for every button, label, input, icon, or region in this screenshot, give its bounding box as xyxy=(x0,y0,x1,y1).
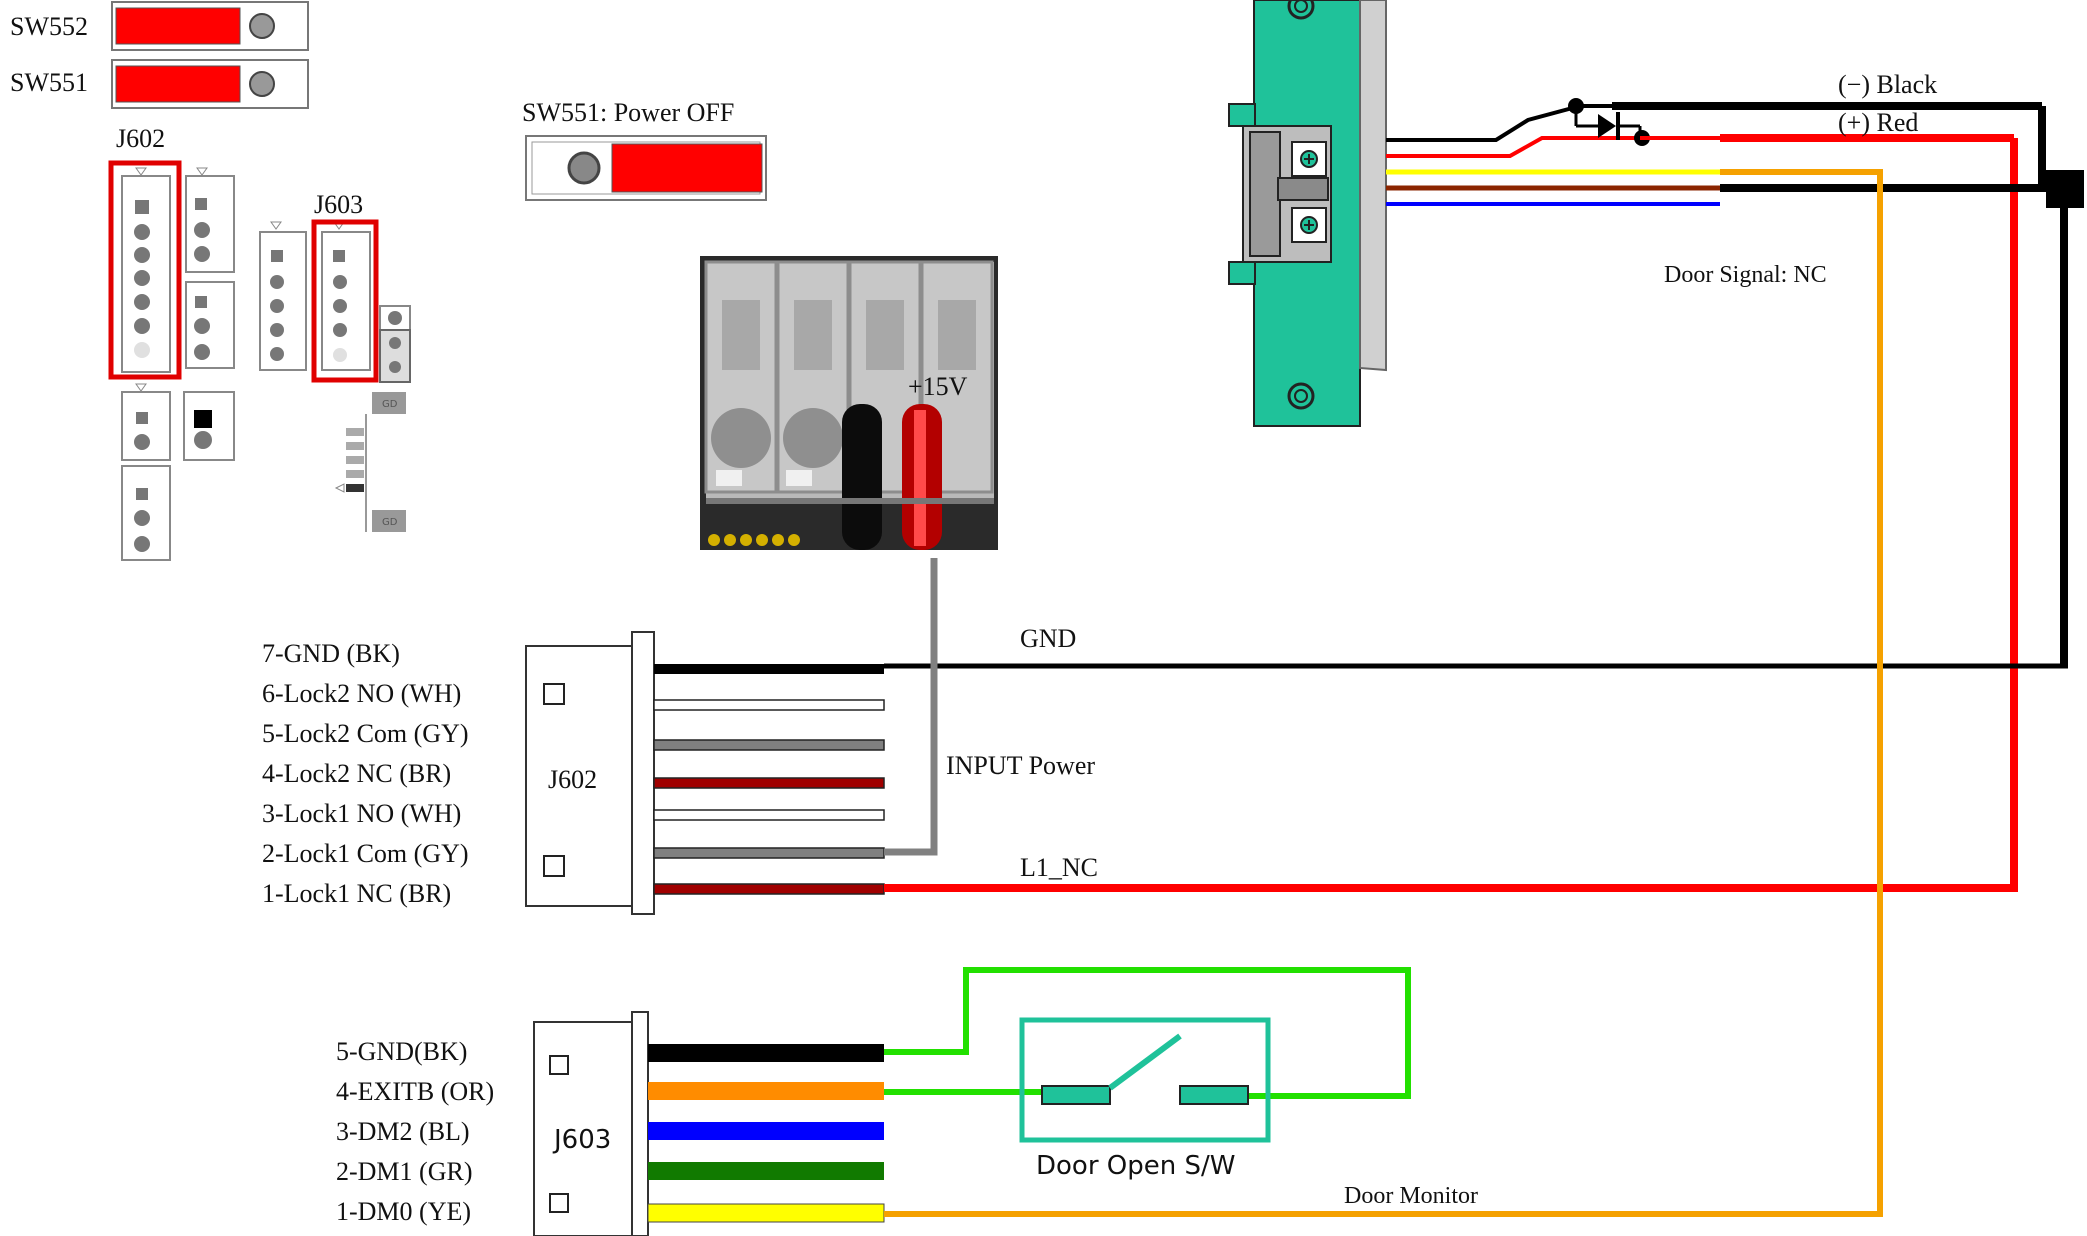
j603-pin-4: 4-EXITB (OR) xyxy=(336,1077,494,1106)
sw551-label: SW551 xyxy=(10,68,88,97)
j602-label: J602 xyxy=(548,765,597,794)
j602-pin-2: 2-Lock1 Com (GY) xyxy=(262,839,469,868)
j603-wire-4 xyxy=(648,1082,884,1100)
board-jumper xyxy=(379,305,411,383)
board-aux-header-1 xyxy=(185,167,235,369)
j602-pin-5: 5-Lock2 Com (GY) xyxy=(262,719,469,748)
j602-wire-7 xyxy=(654,664,884,674)
j602-wire-4 xyxy=(653,777,885,789)
board-j603-header xyxy=(311,219,379,383)
door-open-switch: Door Open S/W xyxy=(884,967,1411,1181)
j602-wire-6 xyxy=(653,699,885,711)
sw552-label: SW552 xyxy=(10,12,88,41)
board-headers: J602 J603 xyxy=(108,124,411,561)
j602-wire-3 xyxy=(653,809,885,821)
j602-pin-7: 7-GND (BK) xyxy=(262,639,400,668)
door-monitor-label: Door Monitor xyxy=(1344,1183,1478,1209)
board-j603-label: J603 xyxy=(314,190,363,219)
door-lock xyxy=(1228,0,1387,427)
power-off-switch: SW551: Power OFF xyxy=(522,98,767,201)
switch-sw552: SW552 xyxy=(10,1,309,51)
board-j602-label: J602 xyxy=(116,124,165,153)
j602-pin-3: 3-Lock1 NO (WH) xyxy=(262,799,461,828)
j603-wire-5 xyxy=(648,1044,884,1062)
board-lower-headers xyxy=(121,383,235,561)
board-aux-header-2 xyxy=(259,221,307,371)
j603-pin-1: 1-DM0 (YE) xyxy=(336,1197,471,1226)
j602-wire-5 xyxy=(653,739,885,751)
diode-symbol xyxy=(1568,98,1650,146)
j603-wire-2 xyxy=(648,1162,884,1180)
lock-lead-wires xyxy=(1386,104,1720,206)
j602-pin-6: 6-Lock2 NO (WH) xyxy=(262,679,461,708)
j603-pin-3: 3-DM2 (BL) xyxy=(336,1117,470,1146)
j603-pin-5: 5-GND(BK) xyxy=(336,1037,467,1066)
j603-wire-3 xyxy=(648,1122,884,1140)
svg-text:GD: GD xyxy=(382,517,398,528)
j602-pin-1: 1-Lock1 NC (BR) xyxy=(262,879,451,908)
j603-label: J603 xyxy=(552,1125,611,1155)
door-open-switch-label: Door Open S/W xyxy=(1036,1151,1235,1181)
switch-sw551: SW551 xyxy=(10,59,309,109)
board-j602-header xyxy=(108,160,182,380)
svg-text:GD: GD xyxy=(382,399,398,410)
board-side-connector: GD GD xyxy=(334,392,406,532)
lock-minus-label: (−) Black xyxy=(1838,70,1937,99)
j602-connector: J602 7-GND (BK) 6-Lock2 NO (WH) 5-Lock2 … xyxy=(262,631,885,915)
j602-wire-1 xyxy=(653,883,885,895)
j603-pin-2: 2-DM1 (GR) xyxy=(336,1157,473,1186)
j602-runs: GND INPUT Power L1_NC xyxy=(884,558,2068,892)
j602-pin-4: 4-Lock2 NC (BR) xyxy=(262,759,451,788)
j603-wire-1 xyxy=(647,1203,885,1223)
j603-connector: J603 5-GND(BK) 4-EXITB (OR) 3-DM2 (BL) 2… xyxy=(336,1011,885,1236)
gnd-label: GND xyxy=(1020,624,1076,653)
terminal-block-photo: +15V xyxy=(700,256,998,550)
door-monitor-line: Door Monitor xyxy=(884,169,1883,1217)
input-power-label: INPUT Power xyxy=(946,751,1095,780)
door-signal-label: Door Signal: NC xyxy=(1664,262,1827,288)
voltage-label: +15V xyxy=(908,372,968,401)
j602-wire-2 xyxy=(653,847,885,859)
lock-supply-lines: (−) Black (+) Red Door Signal: NC xyxy=(1612,70,2084,888)
power-off-label: SW551: Power OFF xyxy=(522,98,734,127)
lock-plus-label: (+) Red xyxy=(1838,108,1918,137)
l1-nc-label: L1_NC xyxy=(1020,853,1098,882)
